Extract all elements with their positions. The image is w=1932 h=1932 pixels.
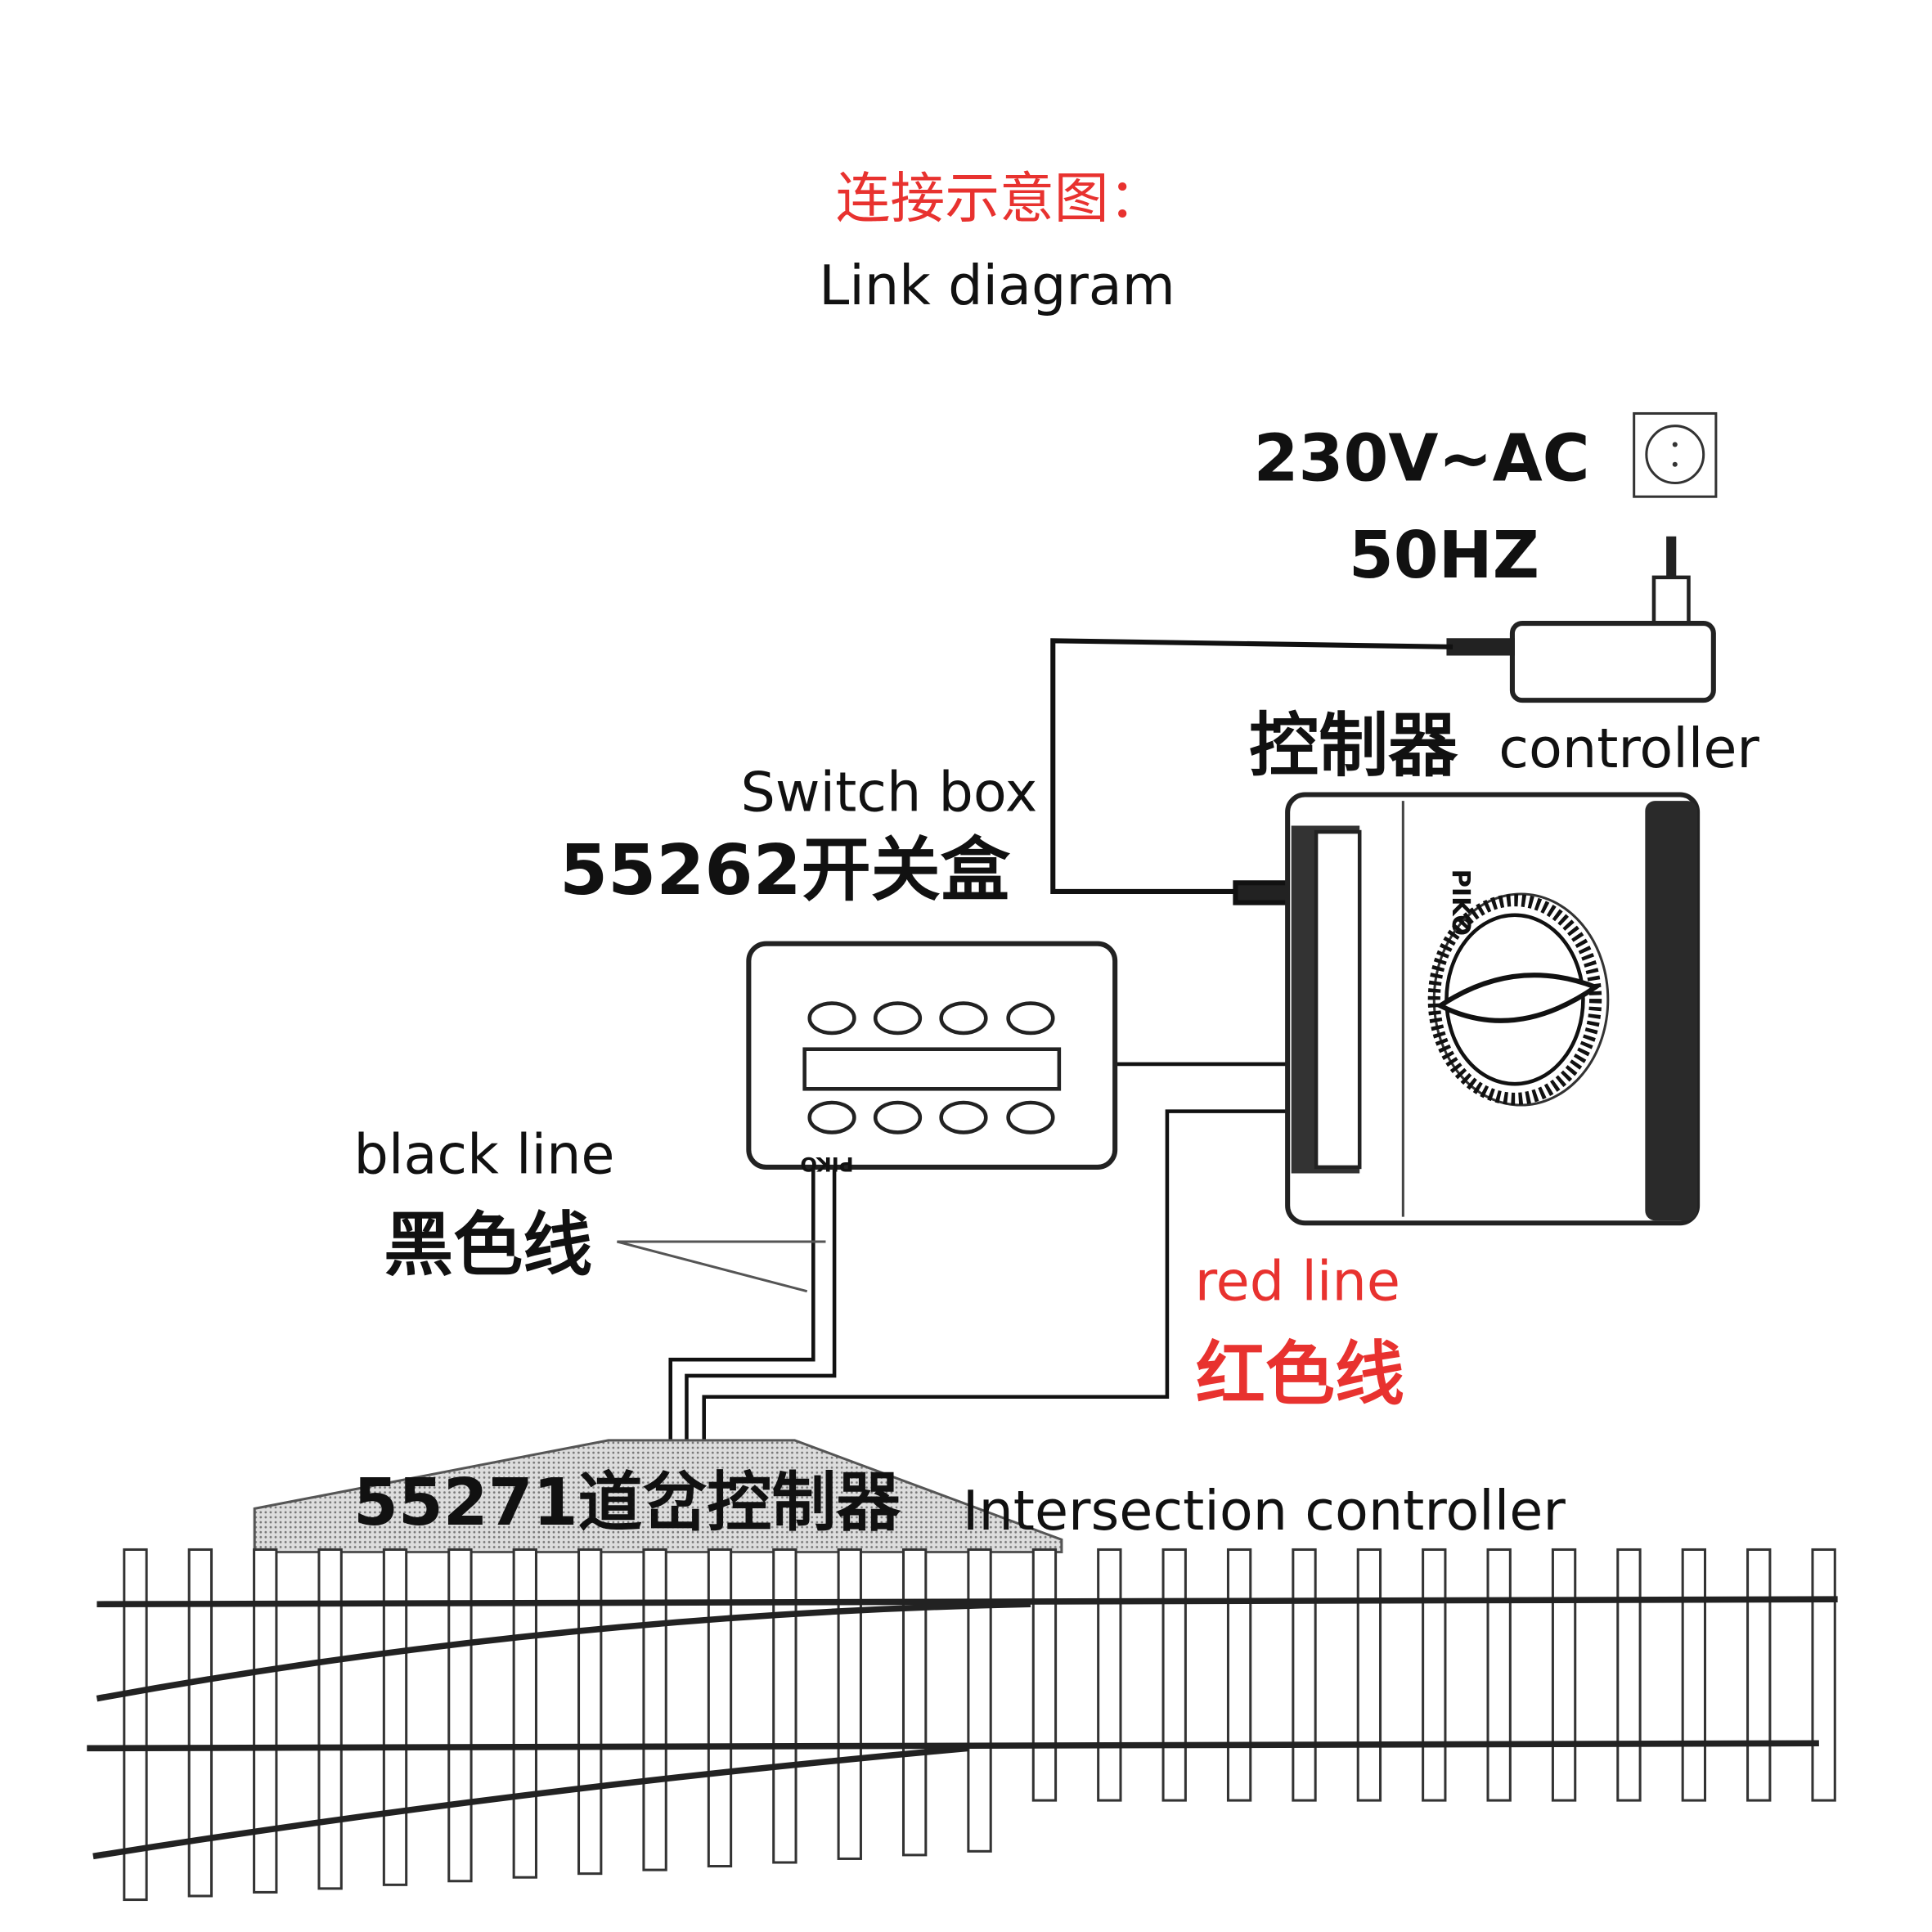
sleeper bbox=[707, 1548, 733, 1868]
black-line-label-cn: 黑色线 bbox=[384, 1205, 592, 1286]
sleeper bbox=[577, 1548, 603, 1876]
sleeper bbox=[1031, 1548, 1058, 1802]
black-wire-1 bbox=[668, 1166, 815, 1440]
sleeper bbox=[1486, 1548, 1512, 1802]
switch-box-label-cn: 55262开关盒 bbox=[559, 830, 1011, 911]
sleeper bbox=[1356, 1548, 1382, 1802]
sleeper bbox=[1746, 1548, 1772, 1802]
black-line-label-en: black line bbox=[354, 1123, 615, 1187]
sleeper bbox=[1422, 1548, 1447, 1802]
sleeper bbox=[1551, 1548, 1577, 1802]
sleeper bbox=[1097, 1548, 1122, 1802]
controller-label-cn: 控制器 bbox=[1249, 706, 1458, 787]
intersection-label-en: Intersection controller bbox=[963, 1479, 1566, 1543]
voltage-label: 230V~AC bbox=[1254, 420, 1590, 496]
switch-box-label-en: Switch box bbox=[741, 760, 1038, 824]
title-cn: 连接示意图： bbox=[836, 167, 1164, 231]
sleeper bbox=[1226, 1548, 1252, 1802]
controller-device: PIKO bbox=[1285, 792, 1701, 1226]
controller-brand: PIKO bbox=[1446, 869, 1475, 936]
sleeper bbox=[901, 1548, 928, 1857]
speed-knob bbox=[1427, 892, 1610, 1107]
switch-box-brand: PIKO bbox=[800, 1152, 853, 1176]
sleeper bbox=[642, 1548, 667, 1871]
controller-label-en: controller bbox=[1498, 717, 1759, 780]
sleeper bbox=[123, 1548, 148, 1902]
sleeper bbox=[382, 1548, 408, 1886]
red-line-label-en: red line bbox=[1195, 1249, 1400, 1313]
intersection-label-cn: 55271道岔控制器 bbox=[353, 1465, 901, 1540]
title-en: Link diagram bbox=[819, 254, 1175, 317]
sleeper bbox=[447, 1548, 473, 1883]
sleeper bbox=[772, 1548, 798, 1864]
sleeper bbox=[512, 1548, 537, 1879]
sleeper bbox=[967, 1548, 992, 1853]
wall-socket-icon bbox=[1633, 411, 1718, 498]
sleeper bbox=[837, 1548, 862, 1860]
sleeper bbox=[1292, 1548, 1317, 1802]
track-rails bbox=[87, 1596, 1838, 1860]
black-wire-2 bbox=[685, 1166, 837, 1440]
sleeper bbox=[1681, 1548, 1707, 1802]
sleeper bbox=[1616, 1548, 1642, 1802]
red-wire bbox=[702, 1109, 1319, 1440]
power-adapter-icon bbox=[1446, 536, 1716, 703]
sleeper bbox=[1811, 1548, 1836, 1802]
sleeper bbox=[1161, 1548, 1187, 1802]
red-line-label-cn: 红色线 bbox=[1196, 1334, 1404, 1415]
switch-box-device: PIKO bbox=[746, 941, 1118, 1176]
frequency-label: 50HZ bbox=[1349, 518, 1539, 593]
black-line-pointer bbox=[617, 1240, 826, 1293]
